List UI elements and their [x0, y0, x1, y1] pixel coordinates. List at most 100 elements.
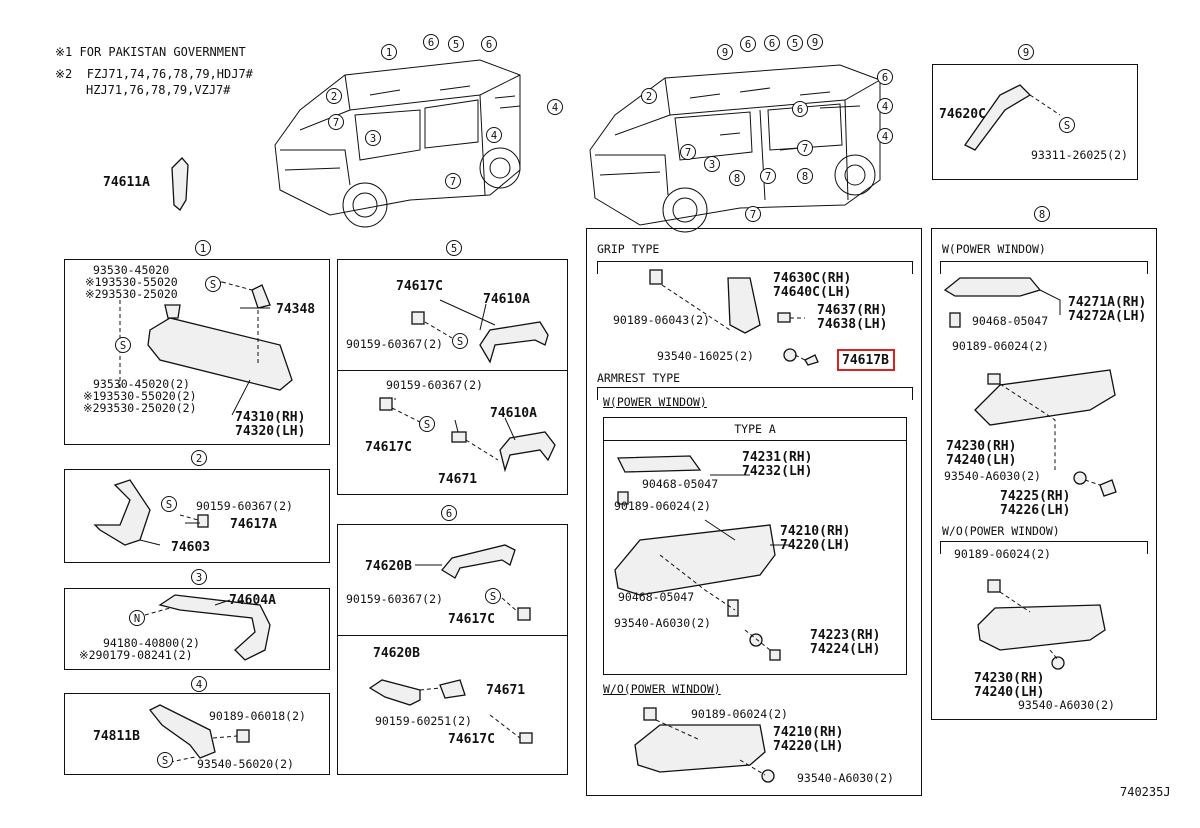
- part-74272a-lh[interactable]: 74272A(LH): [1068, 309, 1147, 324]
- part-74348[interactable]: 74348: [276, 302, 316, 317]
- part-90159-60367[interactable]: 90159-60367(2): [386, 378, 483, 392]
- callout-5[interactable]: 5: [787, 35, 803, 51]
- part-74620b[interactable]: 74620B: [365, 559, 412, 574]
- callout-7[interactable]: 7: [760, 168, 776, 184]
- part-74638-lh[interactable]: 74638(LH): [817, 317, 888, 332]
- callout-4[interactable]: 4: [486, 127, 502, 143]
- callout-4[interactable]: 4: [547, 99, 563, 115]
- part-90189-06024[interactable]: 90189-06024(2): [691, 707, 788, 721]
- callout-6[interactable]: 6: [792, 101, 808, 117]
- part-74230-rh[interactable]: 74230(RH): [974, 671, 1045, 686]
- part-74220-lh[interactable]: 74220(LH): [780, 538, 851, 553]
- callout-2[interactable]: 2: [326, 88, 342, 104]
- part-74611a[interactable]: 74611A: [103, 175, 150, 190]
- part-74310-rh[interactable]: 74310(RH): [235, 410, 306, 425]
- part-93540-16025[interactable]: 93540-16025(2): [657, 349, 754, 363]
- highlight-74617b: 74617B: [837, 349, 895, 371]
- callout-3[interactable]: 3: [704, 156, 720, 172]
- part-74226-lh[interactable]: 74226(LH): [1000, 503, 1071, 518]
- callout-1[interactable]: 1: [381, 44, 397, 60]
- section-1-box: 93530-45020 ※193530-55020 ※293530-25020 …: [64, 259, 330, 445]
- part-93311-26025[interactable]: 93311-26025(2): [1031, 148, 1128, 162]
- part-74620b[interactable]: 74620B: [373, 646, 420, 661]
- callout-6[interactable]: 6: [423, 34, 439, 50]
- part-93530-45020[interactable]: 93530-45020: [93, 263, 170, 277]
- callout-9[interactable]: 9: [717, 44, 733, 60]
- callout-7[interactable]: 7: [445, 173, 461, 189]
- callout-6[interactable]: 6: [740, 36, 756, 52]
- part-90189-06024[interactable]: 90189-06024(2): [954, 547, 1051, 561]
- part-74630c-rh[interactable]: 74630C(RH): [773, 271, 852, 286]
- part-74603[interactable]: 74603: [171, 540, 211, 555]
- part-90468-05047[interactable]: 90468-05047: [618, 590, 695, 604]
- callout-7[interactable]: 7: [328, 114, 344, 130]
- part-74224-lh[interactable]: 74224(LH): [810, 642, 881, 657]
- part-74240-lh[interactable]: 74240(LH): [974, 685, 1045, 700]
- part-93540-a6030[interactable]: 93540-A6030(2): [1018, 698, 1115, 712]
- part-74671[interactable]: 74671: [486, 683, 526, 698]
- part-93540-a6030[interactable]: 93540-A6030(2): [614, 616, 711, 630]
- part-93530-25020-2[interactable]: ※293530-25020(2): [83, 401, 197, 415]
- part-74617c[interactable]: 74617C: [396, 279, 443, 294]
- part-74210-rh[interactable]: 74210(RH): [773, 725, 844, 740]
- callout-5[interactable]: 5: [448, 36, 464, 52]
- part-74223-rh[interactable]: 74223(RH): [810, 628, 881, 643]
- part-90468-05047[interactable]: 90468-05047: [972, 314, 1049, 328]
- part-90189-06018[interactable]: 90189-06018(2): [209, 709, 306, 723]
- part-93530-55020-2[interactable]: ※193530-55020(2): [83, 389, 197, 403]
- callout-2[interactable]: 2: [641, 88, 657, 104]
- part-74811b[interactable]: 74811B: [93, 729, 140, 744]
- part-74640c-lh[interactable]: 74640C(LH): [773, 285, 852, 300]
- callout-8[interactable]: 8: [797, 168, 813, 184]
- part-74610a[interactable]: 74610A: [483, 292, 530, 307]
- part-90468-05047[interactable]: 90468-05047: [642, 477, 719, 491]
- part-74230-rh[interactable]: 74230(RH): [946, 439, 1017, 454]
- part-93540-a6030[interactable]: 93540-A6030(2): [797, 771, 894, 785]
- part-93540-a6030[interactable]: 93540-A6030(2): [944, 469, 1041, 483]
- part-74617a[interactable]: 74617A: [230, 517, 277, 532]
- callout-7[interactable]: 7: [680, 144, 696, 160]
- part-74604a[interactable]: 74604A: [229, 593, 276, 608]
- part-74210-rh[interactable]: 74210(RH): [780, 524, 851, 539]
- note-models-a: ※2 FZJ71,74,76,78,79,HDJ7#: [55, 67, 253, 81]
- part-74320-lh[interactable]: 74320(LH): [235, 424, 306, 439]
- part-90159-60367[interactable]: 90159-60367(2): [346, 592, 443, 606]
- part-74617b[interactable]: 74617B: [842, 353, 889, 368]
- part-90189-06024[interactable]: 90189-06024(2): [614, 499, 711, 513]
- part-74637-rh[interactable]: 74637(RH): [817, 303, 888, 318]
- callout-4[interactable]: 4: [877, 128, 893, 144]
- part-93530-45020-2[interactable]: 93530-45020(2): [93, 377, 190, 391]
- callout-7[interactable]: 7: [797, 140, 813, 156]
- part-74220-lh[interactable]: 74220(LH): [773, 739, 844, 754]
- callout-4[interactable]: 4: [877, 98, 893, 114]
- callout-8[interactable]: 8: [729, 170, 745, 186]
- part-90179-08241[interactable]: ※290179-08241(2): [79, 648, 193, 662]
- part-74232-lh[interactable]: 74232(LH): [742, 464, 813, 479]
- part-74671[interactable]: 74671: [438, 472, 478, 487]
- part-74610a[interactable]: 74610A: [490, 406, 537, 421]
- part-90159-60367[interactable]: 90159-60367(2): [346, 337, 443, 351]
- part-90159-60251[interactable]: 90159-60251(2): [375, 714, 472, 728]
- part-90189-06024[interactable]: 90189-06024(2): [952, 339, 1049, 353]
- part-93540-56020[interactable]: 93540-56020(2): [197, 757, 294, 771]
- part-90159-60367[interactable]: 90159-60367(2): [196, 499, 293, 513]
- part-90189-06043[interactable]: 90189-06043(2): [613, 313, 710, 327]
- part-74617c[interactable]: 74617C: [448, 732, 495, 747]
- part-74231-rh[interactable]: 74231(RH): [742, 450, 813, 465]
- part-93530-55020[interactable]: ※193530-55020: [85, 275, 178, 289]
- callout-9[interactable]: 9: [807, 34, 823, 50]
- callout-6[interactable]: 6: [481, 36, 497, 52]
- part-74271a-rh[interactable]: 74271A(RH): [1068, 295, 1147, 310]
- part-74617c[interactable]: 74617C: [448, 612, 495, 627]
- part-74611a-shape: [171, 157, 189, 211]
- part-93530-25020[interactable]: ※293530-25020: [85, 287, 178, 301]
- screw-symbol-s: S: [485, 588, 501, 604]
- part-74620c[interactable]: 74620C: [939, 107, 986, 122]
- part-74617c[interactable]: 74617C: [365, 440, 412, 455]
- part-74240-lh[interactable]: 74240(LH): [946, 453, 1017, 468]
- callout-3[interactable]: 3: [365, 130, 381, 146]
- part-74225-rh[interactable]: 74225(RH): [1000, 489, 1071, 504]
- callout-6[interactable]: 6: [764, 35, 780, 51]
- part-94180-40800[interactable]: 94180-40800(2): [103, 636, 200, 650]
- callout-6[interactable]: 6: [877, 69, 893, 85]
